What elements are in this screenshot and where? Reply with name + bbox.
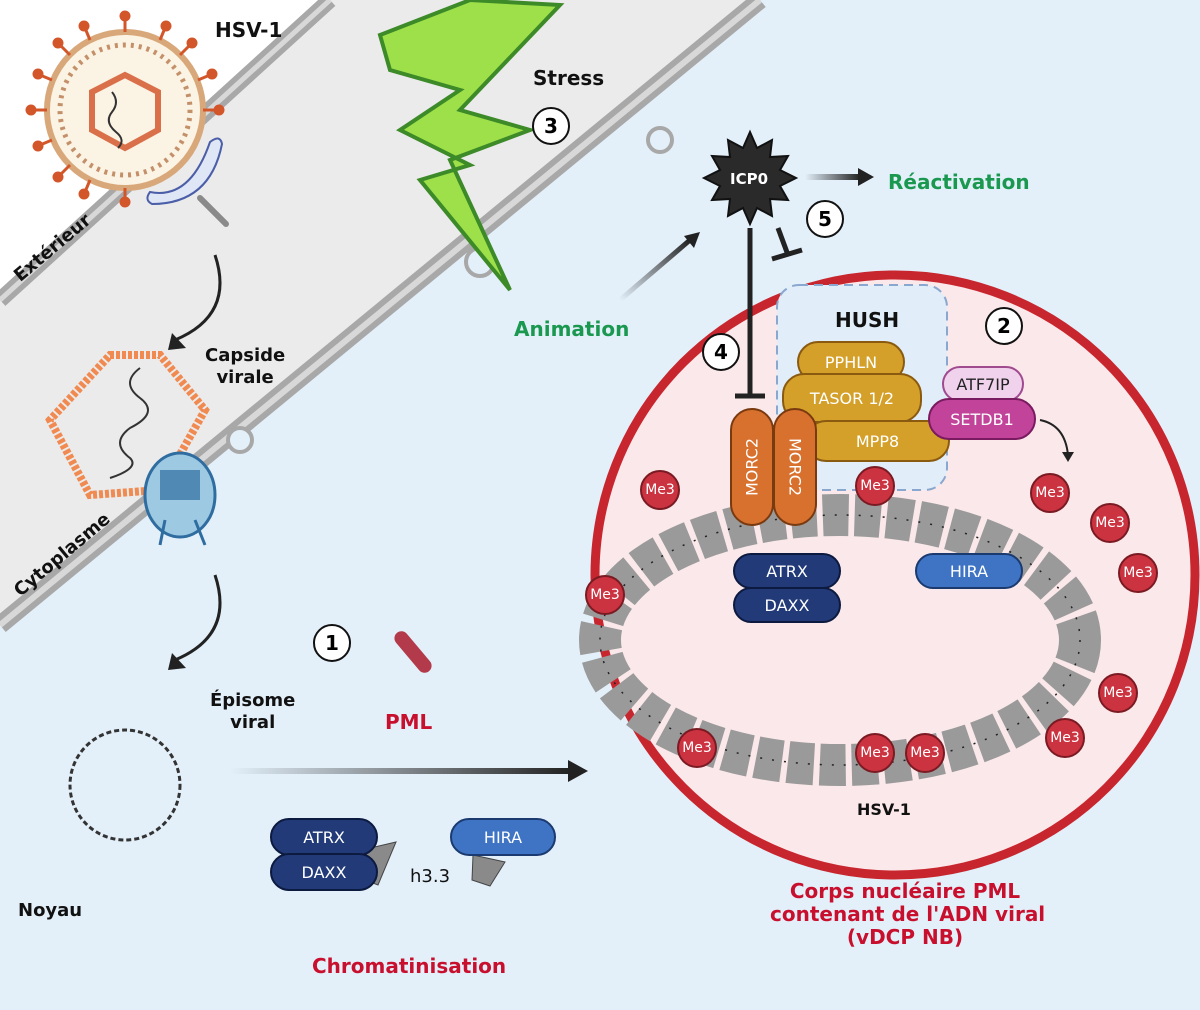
me3-mark: Me3 — [905, 733, 945, 773]
atf7ip-protein: ATF7IP — [942, 366, 1024, 402]
entry-arrow — [174, 254, 222, 342]
me3-mark: Me3 — [585, 575, 625, 615]
nuclear-pore — [646, 126, 674, 154]
me3-mark: Me3 — [1030, 473, 1070, 513]
hsv1-label: HSV-1 — [215, 18, 283, 42]
me3-mark: Me3 — [855, 733, 895, 773]
histone-h33-icon — [471, 854, 506, 887]
viral-capsid-icon — [45, 351, 217, 546]
step-2-badge: 2 — [985, 307, 1023, 345]
me3-mark: Me3 — [855, 466, 895, 506]
step-1-badge: 1 — [313, 624, 351, 662]
step-4-badge: 4 — [702, 333, 740, 371]
me3-mark: Me3 — [677, 728, 717, 768]
me3-mark: Me3 — [1045, 718, 1085, 758]
inhibition-line-5 — [775, 227, 791, 256]
pml-protein-icon — [394, 631, 432, 673]
chromatinisation-label: Chromatinisation — [312, 954, 507, 978]
me3-mark: Me3 — [1118, 553, 1158, 593]
setdb1-protein: SETDB1 — [928, 398, 1036, 440]
pml-body-label: Corps nucléaire PML contenant de l'ADN v… — [770, 879, 1046, 949]
capsid-label: Capside virale — [205, 345, 286, 388]
hira-protein-nb: HIRA — [915, 553, 1023, 589]
chromatinization-arrow — [230, 768, 570, 774]
morc2-protein-b: MORC2 — [773, 408, 817, 526]
atrx-protein-nb: ATRX — [733, 553, 841, 589]
receptor-icon — [146, 137, 224, 206]
episome-label: Épisome viral — [210, 690, 296, 733]
noyau-label: Noyau — [18, 900, 83, 921]
h33-label: h3.3 — [410, 866, 451, 887]
mpp8-protein: MPP8 — [805, 420, 950, 462]
stress-label: Stress — [533, 66, 605, 90]
me3-mark: Me3 — [1098, 673, 1138, 713]
nuclear-pore — [226, 426, 254, 454]
morc2-protein-a: MORC2 — [730, 408, 774, 526]
daxx-protein: DAXX — [270, 853, 378, 891]
reactivation-label: Réactivation — [888, 170, 1030, 194]
icp0-label: ICP0 — [730, 170, 769, 188]
viral-episome-icon — [68, 728, 182, 842]
step-5-badge: 5 — [806, 200, 844, 238]
pml-label: PML — [385, 710, 433, 734]
icp0-star-icon — [701, 129, 799, 227]
step-3-badge: 3 — [532, 107, 570, 145]
hsv1-virion-icon — [25, 10, 229, 227]
daxx-protein-nb: DAXX — [733, 587, 841, 623]
reactivation-arrow — [805, 174, 860, 180]
animation-arrow — [618, 238, 692, 302]
animation-label: Animation — [514, 317, 630, 341]
me3-mark: Me3 — [640, 470, 680, 510]
hira-protein: HIRA — [450, 818, 556, 856]
hush-label: HUSH — [835, 308, 900, 332]
hsv1-genome-label: HSV-1 — [857, 800, 911, 819]
stress-lightning-icon — [377, 0, 565, 292]
me3-mark: Me3 — [1090, 503, 1130, 543]
methylation-arrow — [1039, 419, 1069, 456]
atrx-protein: ATRX — [270, 818, 378, 856]
import-arrow — [174, 574, 222, 662]
